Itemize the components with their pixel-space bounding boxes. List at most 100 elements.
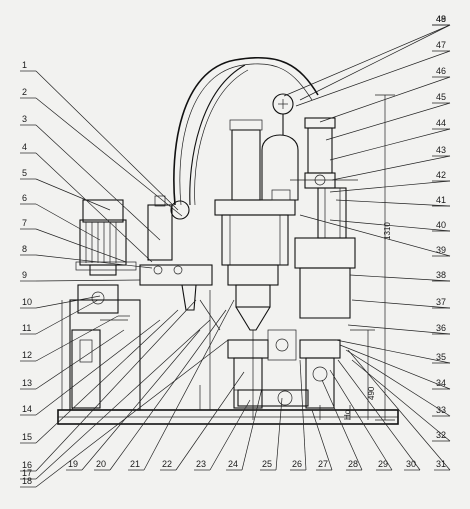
part-label: 41 xyxy=(436,195,446,205)
part-label: 45 xyxy=(436,92,446,102)
leader-line xyxy=(335,339,451,364)
leader-line xyxy=(35,319,211,480)
hydraulic-hoses xyxy=(173,56,319,206)
leader-line xyxy=(329,128,451,161)
part-label: 12 xyxy=(22,350,32,360)
leader-line xyxy=(275,397,283,471)
leader-line xyxy=(331,155,451,181)
leader-line xyxy=(319,76,451,123)
leader-line xyxy=(295,50,451,107)
part-label: 33 xyxy=(436,405,446,415)
part-label: 16 xyxy=(22,460,32,470)
leader-line xyxy=(35,124,161,241)
leader-line xyxy=(325,102,451,141)
oil-tank xyxy=(71,284,130,409)
leader-line xyxy=(347,324,451,335)
part-label: 36 xyxy=(436,323,446,333)
part-label: 46 xyxy=(436,66,446,76)
part-label: 35 xyxy=(436,352,446,362)
leader-line xyxy=(35,309,179,444)
leader-line xyxy=(35,228,127,263)
part-label: 39 xyxy=(436,245,446,255)
lower-piping xyxy=(199,290,309,410)
leader-line xyxy=(35,203,101,241)
leader-line xyxy=(311,409,333,471)
part-label: 1 xyxy=(22,60,27,70)
leader-line xyxy=(35,299,197,472)
part-label: 40 xyxy=(436,220,446,230)
part-label: 34 xyxy=(436,378,446,388)
part-label: 28 xyxy=(348,459,358,469)
leader-line xyxy=(35,299,99,335)
leader-line xyxy=(299,359,307,471)
leader-line xyxy=(35,70,179,211)
leader-line xyxy=(35,152,153,263)
leader-line xyxy=(329,219,451,232)
dimension-lines: 1310 490 Ho xyxy=(319,94,395,421)
part-label: 48 xyxy=(436,14,446,24)
leader-line xyxy=(345,349,451,417)
base-frame xyxy=(57,299,399,425)
part-label: 27 xyxy=(318,459,328,469)
part-label: 49 xyxy=(436,14,446,24)
leader-line xyxy=(321,379,363,471)
motor xyxy=(75,199,137,276)
part-label: 18 xyxy=(22,476,32,486)
leader-line xyxy=(335,199,451,207)
part-label: 26 xyxy=(292,459,302,469)
part-label: 10 xyxy=(22,297,32,307)
part-label: 25 xyxy=(262,459,272,469)
dim-h0-label: Ho xyxy=(343,409,352,420)
dim-height-label: 1310 xyxy=(383,222,392,240)
leader-line xyxy=(347,349,451,471)
part-label: 8 xyxy=(22,244,27,254)
part-label: 5 xyxy=(22,168,27,178)
valve-block xyxy=(139,195,213,311)
leader-line xyxy=(35,329,125,390)
part-label: 13 xyxy=(22,378,32,388)
part-label: 44 xyxy=(436,118,446,128)
leader-line xyxy=(283,24,451,97)
part-label: 20 xyxy=(96,459,106,469)
part-label: 38 xyxy=(436,270,446,280)
leader-line xyxy=(351,299,451,309)
part-label: 24 xyxy=(228,459,238,469)
leader-line xyxy=(329,180,451,193)
leader-line xyxy=(351,359,451,442)
part-label: 9 xyxy=(22,270,27,280)
leader-line xyxy=(299,214,451,257)
part-label: 42 xyxy=(436,170,446,180)
part-label: 32 xyxy=(436,430,446,440)
part-label: 14 xyxy=(22,404,32,414)
part-label: 6 xyxy=(22,193,27,203)
leader-line xyxy=(35,295,101,309)
leader-lines xyxy=(20,24,451,488)
leader-line xyxy=(109,309,227,471)
part-label: 31 xyxy=(436,459,446,469)
main-cylinder xyxy=(214,199,296,420)
leader-line xyxy=(35,279,141,282)
part-label: 7 xyxy=(22,218,27,228)
part-label: 29 xyxy=(378,459,388,469)
part-label: 47 xyxy=(436,40,446,50)
leader-line xyxy=(35,97,183,217)
leader-line xyxy=(209,399,251,471)
part-label: 19 xyxy=(68,459,78,469)
leader-line xyxy=(349,274,451,282)
part-label: 37 xyxy=(436,297,446,307)
leader-line xyxy=(175,371,245,471)
part-label: 11 xyxy=(22,323,31,333)
accumulator xyxy=(229,119,299,201)
leader-line xyxy=(35,339,229,488)
leader-line xyxy=(143,299,235,471)
right-cylinder xyxy=(290,117,358,319)
part-label: 15 xyxy=(22,432,32,442)
leader-line xyxy=(339,344,451,390)
part-label: 23 xyxy=(196,459,206,469)
leader-line xyxy=(337,359,421,471)
leader-line xyxy=(81,329,201,471)
part-label: 43 xyxy=(436,145,446,155)
